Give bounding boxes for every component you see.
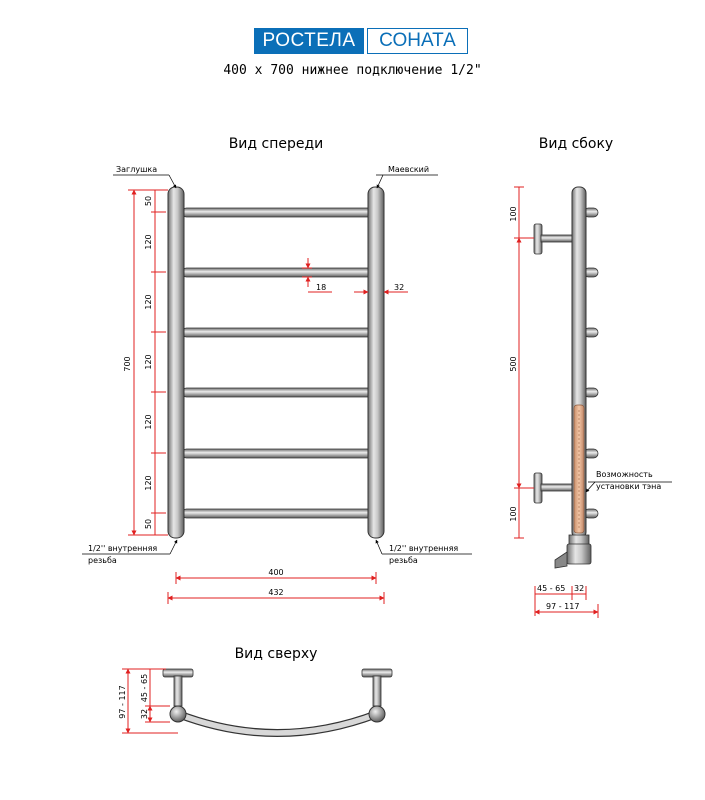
dim-top-depth: 97 - 117 — [118, 685, 127, 718]
dim-400: 400 — [268, 568, 283, 577]
label-thread-left-2: резьба — [88, 556, 117, 565]
post-left-top — [169, 705, 187, 723]
dim-18: 18 — [316, 283, 326, 292]
model-name: СОНАТА — [367, 28, 468, 54]
rung — [181, 207, 373, 218]
dim-side-horizontal — [534, 586, 599, 618]
side-view-title: Вид сбоку — [539, 136, 613, 152]
rung — [181, 327, 373, 338]
dim-side-post: 32 — [574, 584, 584, 593]
post-right-top — [368, 705, 386, 723]
front-view-title: Вид спереди — [229, 136, 324, 152]
label-thread-right-2: резьба — [389, 556, 418, 565]
heater-label: Возможность — [596, 470, 653, 479]
stem-left — [173, 675, 183, 707]
front-view: Вид спереди Заглушка Маевский 1/2'' внут… — [82, 136, 472, 604]
dim-32: 32 — [394, 283, 404, 292]
label-mayevsky: Маевский — [388, 165, 429, 174]
dim-total-height — [128, 189, 168, 536]
rung — [181, 387, 373, 398]
dim-120: 120 — [144, 234, 153, 249]
dim-center-width — [175, 572, 377, 584]
header: РОСТЕЛА СОНАТА — [0, 28, 705, 54]
label-plug: Заглушка — [116, 165, 157, 174]
rung — [181, 508, 373, 519]
side-view: Вид сбоку — [509, 136, 672, 618]
heater-connector — [554, 534, 592, 569]
brand-logo: РОСТЕЛА — [254, 28, 364, 54]
dim-120: 120 — [144, 294, 153, 309]
wall-mount-bottom — [533, 472, 574, 504]
dim-side-depth: 97 - 117 — [546, 602, 579, 611]
heater-label-2: установки тэна — [596, 482, 661, 491]
dim-700: 700 — [123, 356, 132, 371]
dim-120: 120 — [144, 354, 153, 369]
dim-side-vertical — [514, 186, 534, 539]
front-rungs — [181, 207, 373, 519]
top-view: Вид сверху 97 - 117 32 45 - 65 — [118, 646, 393, 737]
dim-side-middle: 500 — [509, 356, 518, 371]
label-thread-right: 1/2'' внутренняя — [389, 544, 458, 553]
side-rung-stubs — [583, 207, 599, 519]
rung — [181, 267, 373, 278]
dim-50-bottom: 50 — [144, 519, 153, 529]
dim-120: 120 — [144, 475, 153, 490]
stem-right — [372, 675, 382, 707]
dim-top-wall-offset: 45 - 65 — [140, 674, 149, 702]
dim-side-top: 100 — [509, 206, 518, 221]
heater-element — [573, 404, 585, 534]
dim-rung-diameter — [302, 258, 332, 293]
right-post — [367, 186, 385, 539]
dim-segments — [151, 189, 166, 536]
label-thread-left: 1/2'' внутренняя — [88, 544, 157, 553]
dim-120: 120 — [144, 414, 153, 429]
dim-432: 432 — [268, 588, 283, 597]
left-post — [167, 186, 185, 539]
dim-side-wall-offset: 45 - 65 — [537, 584, 565, 593]
dim-side-bottom: 100 — [509, 506, 518, 521]
wall-mount-top — [533, 223, 574, 255]
dim-top-post: 32 — [140, 709, 149, 719]
rung — [181, 448, 373, 459]
dim-50-top: 50 — [144, 196, 153, 206]
top-view-title: Вид сверху — [235, 646, 318, 662]
dim-top-vertical — [122, 668, 178, 734]
dim-total-width — [167, 592, 385, 604]
subtitle: 400 х 700 нижнее подключение 1/2" — [223, 63, 482, 78]
